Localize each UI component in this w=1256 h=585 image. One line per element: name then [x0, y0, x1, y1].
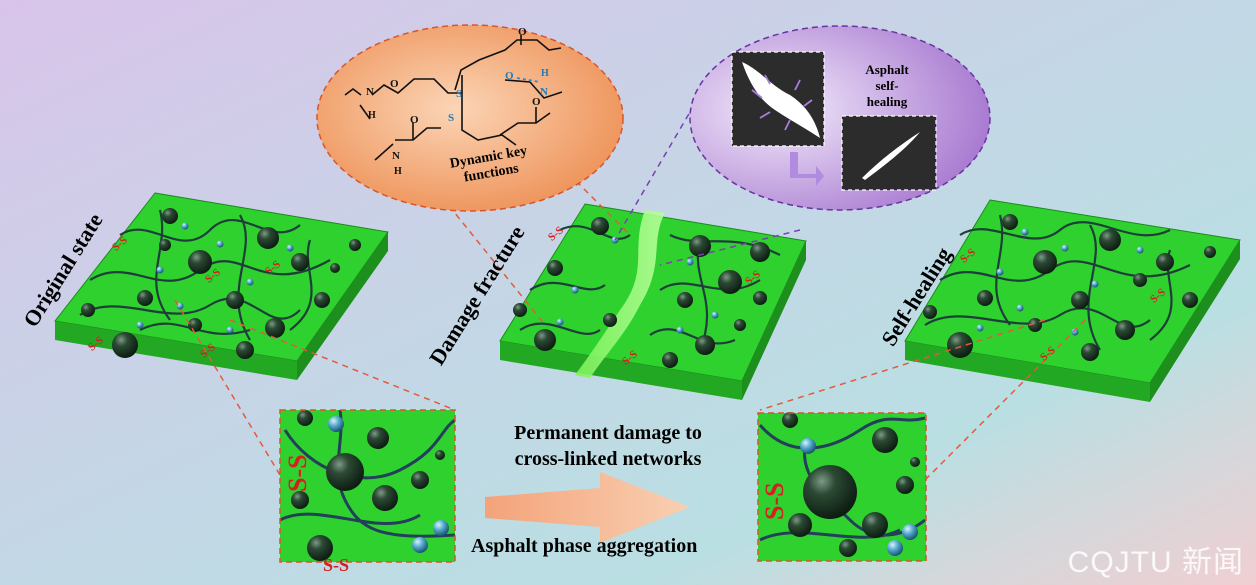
atom-h-2: H — [541, 68, 549, 79]
atom-n-3: N — [392, 150, 400, 162]
turn-arrow — [790, 152, 824, 186]
ss-bond-zoom-2: S-S — [323, 555, 350, 575]
label-asphalt-aggregation: Asphalt phase aggregation — [471, 535, 698, 557]
ss-bond-zoom-1: S-S — [283, 454, 312, 492]
atom-s-2: S — [448, 112, 455, 124]
ss-bond-zoom-3: S-S — [760, 482, 789, 520]
atom-n-1: N — [366, 86, 374, 98]
atom-o-4: O — [410, 114, 419, 126]
asphalt-line3: healing — [866, 94, 908, 109]
label-asphalt-self-healing: Asphalt self- healing — [852, 62, 922, 110]
zoom-box-original — [279, 409, 456, 563]
atom-o-2: O — [518, 26, 527, 38]
transition-arrow — [485, 472, 690, 543]
permanent-damage-line1: Permanent damage to — [514, 422, 702, 444]
slab-damage — [499, 203, 807, 400]
atom-h-1: H — [368, 110, 376, 121]
watermark: CQJTU 新闻 — [1067, 546, 1244, 579]
crack-healed — [862, 132, 920, 180]
crack-white — [742, 62, 820, 138]
atom-o-3: O — [505, 70, 514, 82]
asphalt-bubble — [689, 25, 991, 211]
atom-s-1: S — [456, 88, 463, 100]
dynamic-key-bubble — [316, 24, 624, 212]
atom-o-5: O — [532, 96, 541, 108]
asphalt-line2: self- — [875, 78, 899, 93]
hydrogen-bond — [516, 77, 541, 83]
healing-arrows — [751, 74, 813, 131]
label-permanent-damage: Permanent damage to cross-linked network… — [478, 420, 738, 472]
fracture-crack — [575, 210, 665, 378]
asphalt-line1: Asphalt — [865, 62, 909, 77]
atom-o-1: O — [390, 78, 399, 90]
healed-micrograph — [841, 115, 937, 191]
atom-h-3: H — [394, 166, 402, 177]
chemical-structure — [344, 35, 563, 161]
atom-n-2: N — [540, 86, 548, 98]
zoom-box-healed — [757, 412, 927, 562]
slab-original — [54, 192, 389, 380]
callout-lines — [174, 119, 1086, 481]
permanent-damage-line2: cross-linked networks — [514, 448, 702, 470]
purple-callout-lines — [614, 94, 801, 266]
